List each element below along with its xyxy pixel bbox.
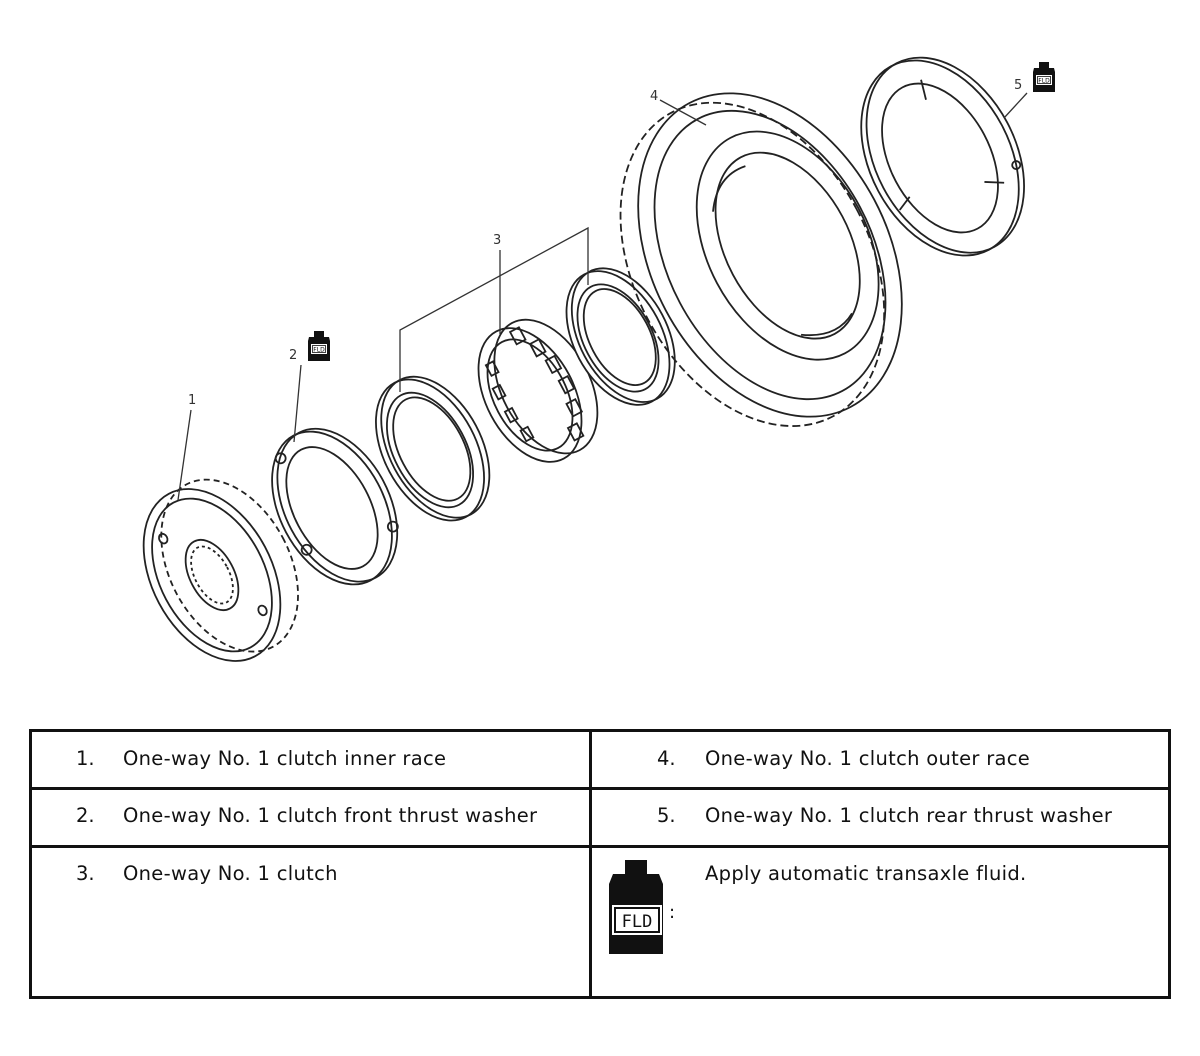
item-number: 2.: [76, 804, 95, 827]
inner-race-part: [142, 478, 299, 662]
fld-bottle-icon: [307, 330, 331, 362]
callout-1: 1: [188, 393, 196, 408]
item-number: 1.: [76, 747, 95, 770]
legend-row: 3. One-way No. 1 clutch Apply automatic …: [32, 848, 1168, 996]
callout-3: 3: [493, 233, 501, 248]
item-number: 4.: [657, 747, 676, 770]
front-thrust-washer-part: [271, 427, 399, 586]
fld-bottle-icon: [1032, 61, 1056, 93]
fld-colon: :: [669, 902, 676, 923]
legend-table: 1. One-way No. 1 clutch inner race 4. On…: [29, 729, 1171, 999]
fld-label: FLD: [622, 912, 653, 932]
item-label: One-way No. 1 clutch: [123, 862, 338, 885]
exploded-view-diagram: FLD: [142, 56, 1056, 662]
leader-lines: [177, 92, 1028, 501]
item-number: 3.: [76, 862, 95, 885]
item-label: One-way No. 1 clutch front thrust washer: [123, 804, 538, 827]
legend-row: 2. One-way No. 1 clutch front thrust was…: [32, 790, 1168, 848]
item-label: One-way No. 1 clutch outer race: [705, 747, 1031, 770]
outer-race-part: [619, 92, 903, 427]
clutch-rear-ring-part: [565, 267, 676, 406]
clutch-front-ring-part: [375, 375, 491, 522]
callout-4: 4: [650, 89, 658, 104]
fld-instruction: Apply automatic transaxle fluid.: [705, 862, 1027, 885]
legend-row: 1. One-way No. 1 clutch inner race 4. On…: [32, 732, 1168, 790]
column-divider: [589, 732, 592, 996]
sprag-cage-part: [477, 318, 599, 463]
item-label: One-way No. 1 clutch rear thrust washer: [705, 804, 1113, 827]
item-number: 5.: [657, 804, 676, 827]
rear-thrust-washer-part: [860, 56, 1025, 257]
item-label: One-way No. 1 clutch inner race: [123, 747, 447, 770]
callout-2: 2: [289, 348, 297, 363]
fld-bottle-icon: FLD: [609, 860, 663, 954]
callout-5: 5: [1014, 78, 1022, 93]
